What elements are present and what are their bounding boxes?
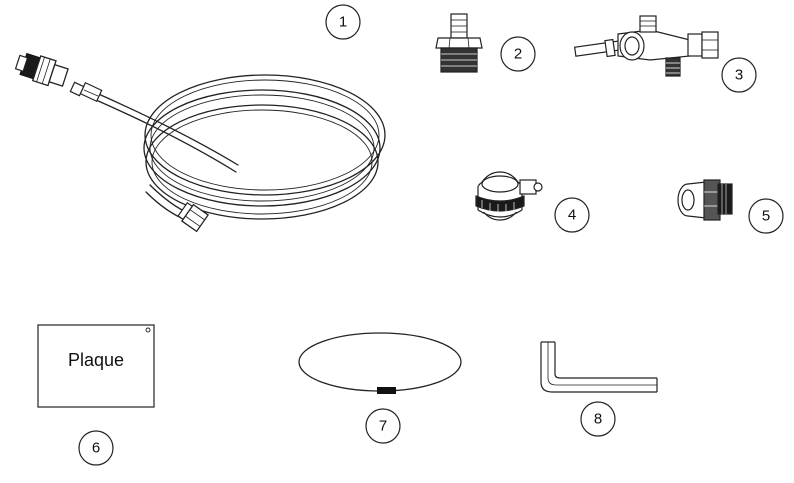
callout-number: 5 [762,208,770,225]
callout-number: 1 [339,14,347,31]
plaque-icon: Plaque [37,324,155,408]
callout-number: 8 [594,411,602,428]
wire-loop-icon [298,332,462,394]
callout-1: 1 [325,4,361,40]
callout-8: 8 [580,401,616,437]
plaque-label: Plaque [68,350,124,370]
callout-4: 4 [554,197,590,233]
callout-number: 3 [735,67,743,84]
hex-key-icon [540,341,658,393]
callout-5: 5 [748,198,784,234]
callout-2: 2 [500,36,536,72]
nipple-icon [435,13,483,73]
valve-icon [573,15,719,77]
adapter-icon [677,179,733,221]
hose-clamp-icon [475,171,543,221]
hose-icon [14,52,386,233]
callout-6: 6 [78,430,114,466]
callout-number: 2 [514,46,522,63]
callout-3: 3 [721,57,757,93]
callout-7: 7 [365,408,401,444]
callout-number: 6 [92,440,100,457]
callout-number: 7 [379,418,387,435]
callout-number: 4 [568,207,576,224]
